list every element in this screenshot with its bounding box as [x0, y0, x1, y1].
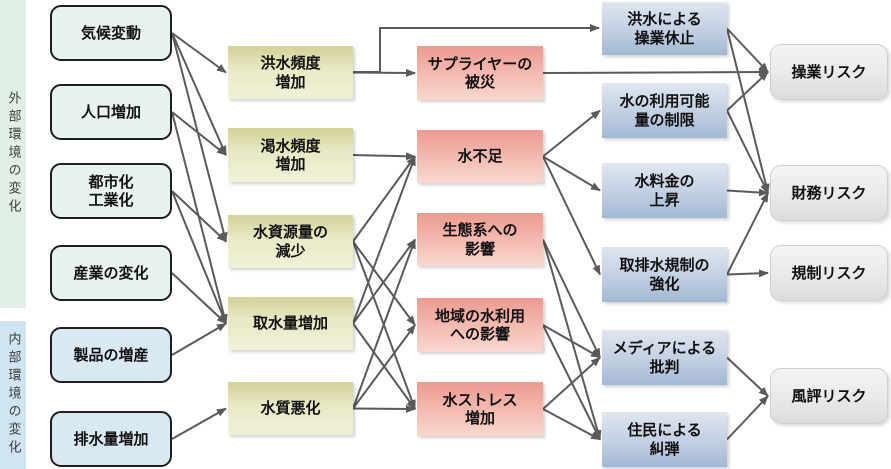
node-seitaikei: 生態系への 影響 — [417, 213, 543, 266]
node-jumin: 住民による 糾弾 — [602, 412, 727, 467]
edge-kisei_kyoka-to-kisei_risk — [726, 269, 769, 278]
edge-sogyo_kyushi-to-sogyo_risk — [726, 27, 769, 73]
node-suishitsu: 水質悪化 — [228, 382, 353, 435]
edge-suishitsu-to-seitaikei — [352, 238, 416, 409]
edge-chiiki-to-media — [542, 324, 601, 359]
node-fuhyo_risk: 風評リスク — [770, 368, 888, 424]
edge-sangyo-to-shusui — [171, 272, 227, 325]
edge-suishitsu-to-stress — [352, 404, 416, 413]
edge-mizubusoku-to-ryokin — [542, 155, 601, 192]
node-toshika: 都市化 工業化 — [50, 163, 172, 219]
node-sogyo_risk: 操業リスク — [770, 44, 888, 100]
edge-seitaikei-to-media — [542, 239, 601, 359]
edge-seihin-to-shusui — [171, 322, 227, 356]
edge-media-to-fuhyo_risk — [726, 356, 769, 397]
edge-sogyo_kyushi-to-zaimu_risk — [726, 28, 770, 194]
node-kozui_hindo: 洪水頻度 増加 — [228, 46, 353, 99]
edge-shigen-to-chiiki — [352, 240, 416, 326]
node-jinko: 人口増加 — [50, 84, 172, 140]
external-environment-strip: 外部環境の変化 — [0, 0, 26, 308]
node-ryokin: 水料金の 上昇 — [602, 163, 727, 218]
node-kisei_kyoka: 取排水規制の 強化 — [602, 247, 727, 302]
node-kassui: 渇水頻度 増加 — [228, 128, 353, 182]
edge-ryokin-to-zaimu_risk — [726, 188, 769, 197]
node-zaimu_risk: 財務リスク — [770, 165, 888, 221]
node-shigen: 水資源量の 減少 — [228, 215, 353, 268]
edge-mizubusoku-to-kisei_kyoka — [542, 156, 601, 276]
edge-toshika-to-shusui — [171, 190, 227, 325]
edge-supplier-to-sogyo_risk — [542, 68, 769, 77]
edge-haisui-to-suishitsu — [171, 407, 227, 440]
edge-kozui_hindo-to-sogyo_kyushi — [353, 24, 600, 73]
node-sogyo_kyushi: 洪水による 操業休止 — [602, 2, 727, 55]
edge-riyo_seigen-to-zaimu_risk — [726, 110, 769, 194]
node-haisui: 排水量増加 — [50, 411, 172, 467]
node-mizubusoku: 水不足 — [417, 130, 543, 183]
node-riyo_seigen: 水の利用可能 量の制限 — [602, 83, 727, 138]
edge-seitaikei-to-jumin — [542, 239, 602, 441]
edge-kiko-to-shigen — [171, 32, 228, 243]
edge-shusui-to-seitaikei — [352, 238, 416, 325]
edge-stress-to-jumin — [542, 408, 601, 441]
edge-kiko-to-kozui_hindo — [171, 32, 227, 74]
node-seihin: 製品の増産 — [50, 327, 172, 383]
edge-mizubusoku-to-riyo_seigen — [542, 109, 601, 158]
internal-environment-strip: 内部環境の変化 — [0, 321, 26, 469]
edge-kiko-to-kassui — [171, 32, 227, 156]
internal-environment-label: 内部環境の変化 — [5, 332, 21, 458]
edge-jinko-to-shusui — [171, 111, 228, 325]
node-kiko: 気候変動 — [50, 5, 172, 61]
edge-jumin-to-fuhyo_risk — [726, 395, 769, 441]
edge-suishitsu-to-chiiki — [352, 324, 416, 410]
node-shusui: 取水量増加 — [228, 297, 353, 350]
node-sangyo: 産業の変化 — [50, 245, 172, 301]
edge-toshika-to-shigen — [171, 190, 227, 243]
external-environment-label: 外部環境の変化 — [5, 91, 21, 217]
edge-shusui-to-mizubusoku — [352, 155, 416, 324]
edge-kassui-to-mizubusoku — [352, 152, 416, 161]
node-chiiki: 地域の水利用 への影響 — [417, 298, 543, 352]
edge-kisei_kyoka-to-zaimu_risk — [726, 192, 769, 275]
node-media: メディアによる 批判 — [602, 330, 727, 385]
edge-shigen-to-mizubusoku — [352, 155, 416, 243]
edge-stress-to-media — [542, 356, 601, 410]
node-kisei_risk: 規制リスク — [770, 245, 888, 301]
edge-riyo_seigen-to-sogyo_risk — [726, 71, 769, 112]
node-stress: 水ストレス 増加 — [417, 382, 543, 436]
edge-jinko-to-kassui — [171, 111, 227, 156]
node-supplier: サプライヤーの 被災 — [417, 46, 543, 100]
